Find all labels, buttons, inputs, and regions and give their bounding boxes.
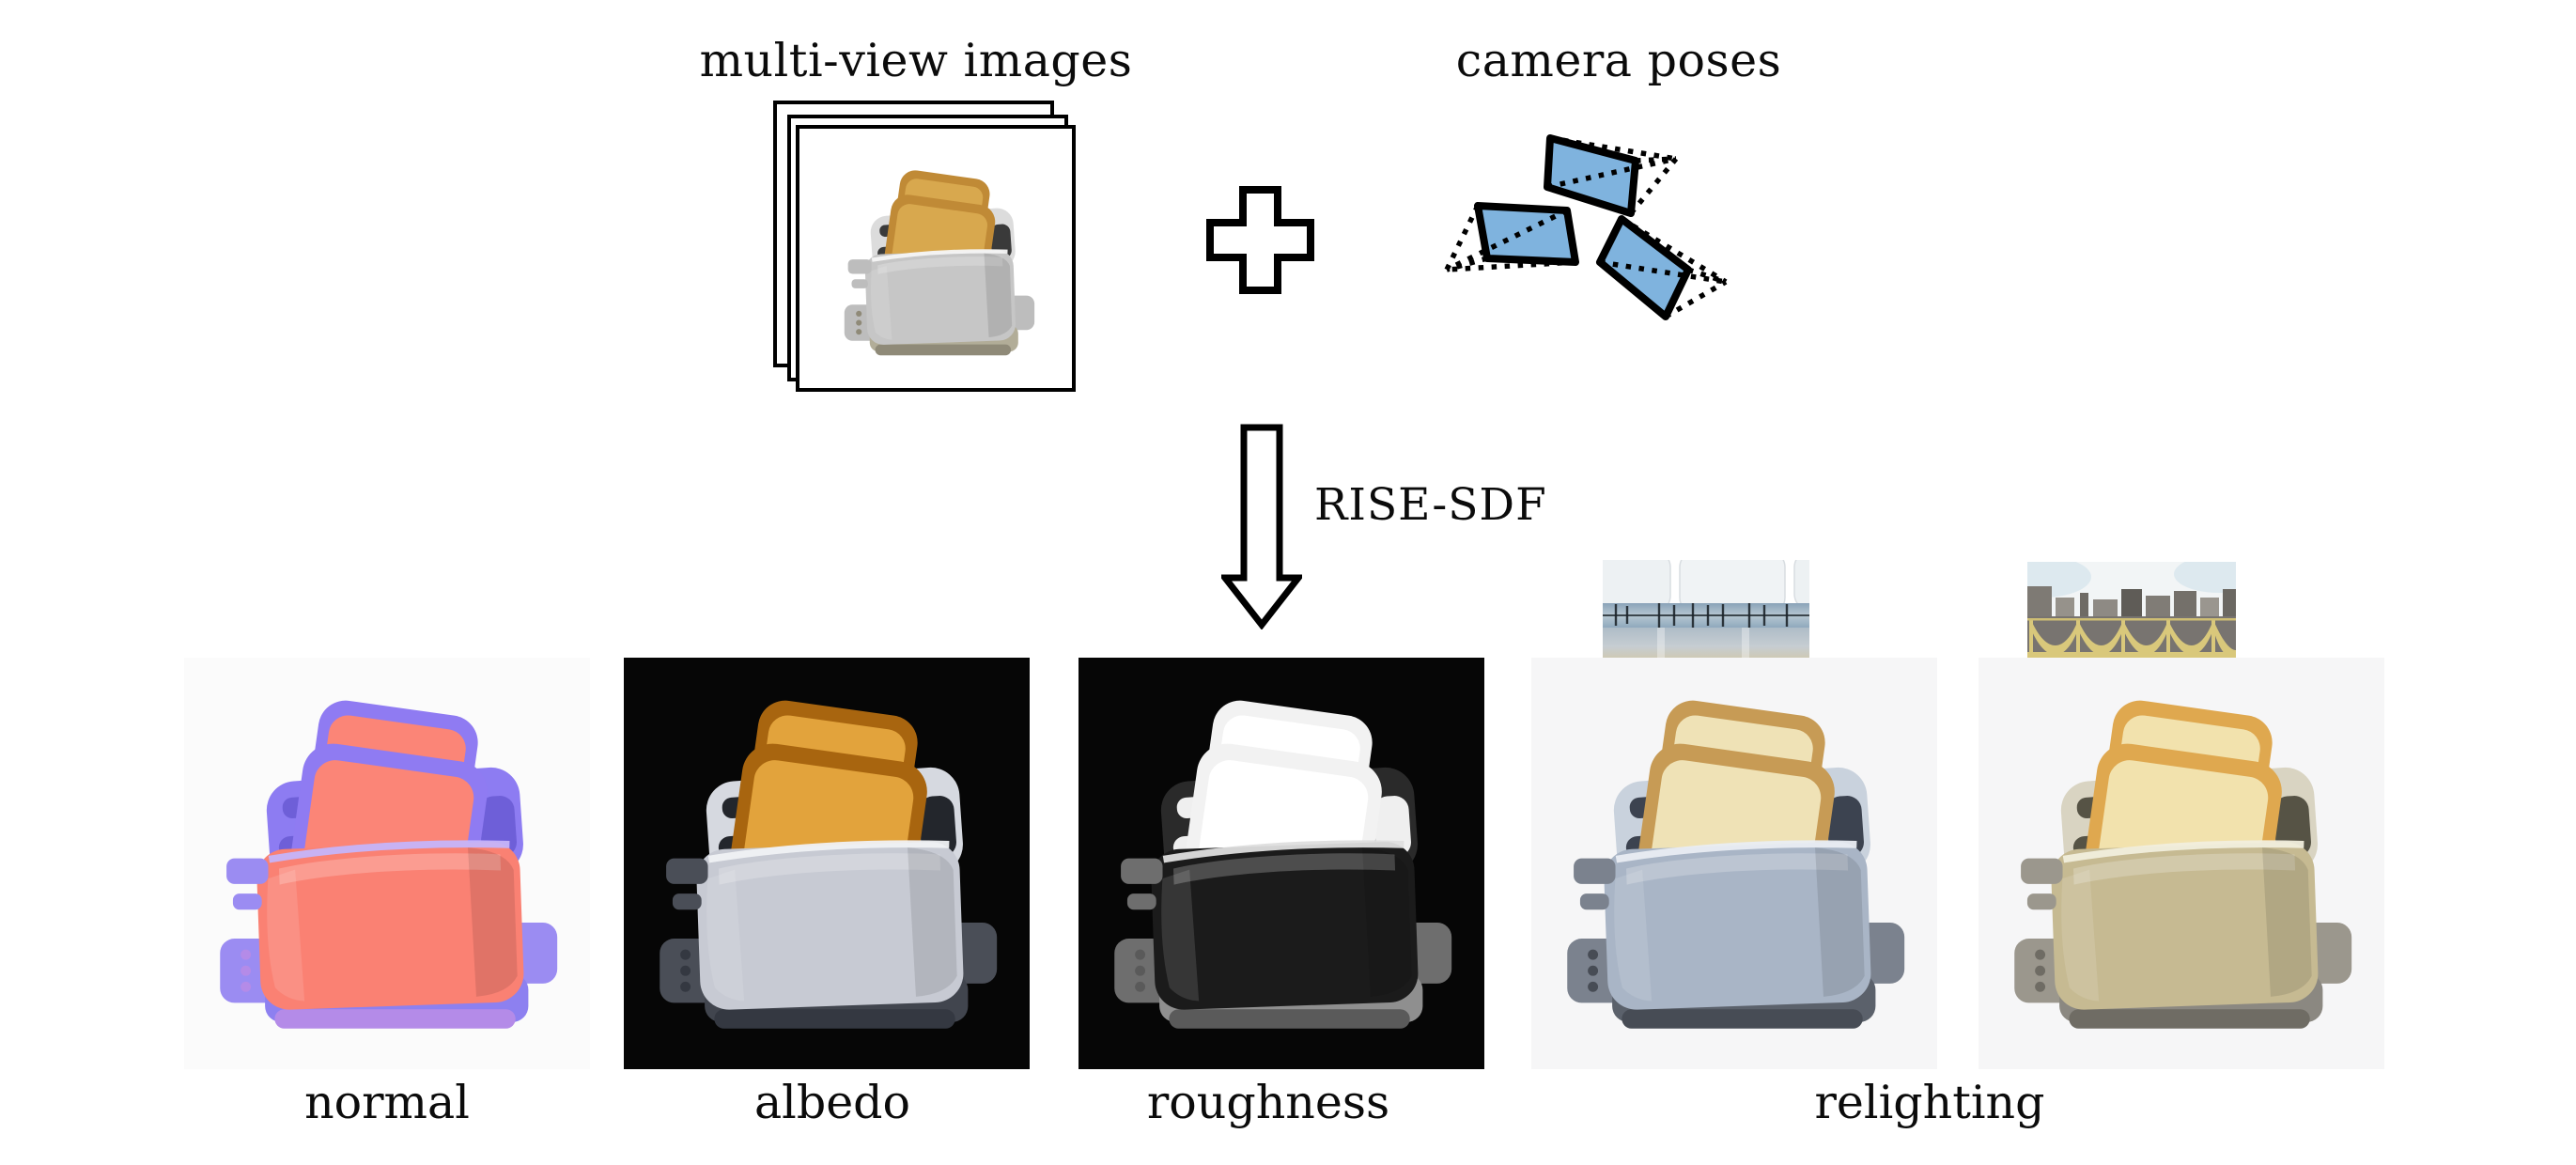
camera-frustums — [1444, 134, 1728, 320]
panel-relighting-1 — [1531, 658, 1937, 1069]
camera-poses-label: camera poses — [1455, 34, 1782, 87]
panel-roughness — [1079, 658, 1484, 1069]
envmap-indoor-studio — [1603, 560, 1809, 669]
multi-view-images-label: multi-view images — [699, 34, 1133, 87]
down-arrow-icon — [1221, 424, 1302, 629]
toaster-roughness-render — [1105, 682, 1458, 1041]
toaster-relit-indoor-render — [1558, 682, 1911, 1041]
toaster-photo — [839, 148, 1038, 375]
toaster-relit-city-render — [2005, 682, 2358, 1041]
method-label: RISE-SDF — [1314, 479, 1547, 531]
caption-albedo: albedo — [753, 1076, 911, 1129]
envmap-city-skyline — [2027, 562, 2236, 669]
panel-albedo — [624, 658, 1030, 1069]
stacked-image-front — [796, 125, 1076, 392]
toaster-normal-render — [210, 682, 564, 1041]
panel-relighting-2 — [1979, 658, 2384, 1069]
caption-roughness: roughness — [1146, 1076, 1390, 1129]
plus-icon — [1206, 186, 1314, 294]
toaster-albedo-render — [650, 682, 1003, 1041]
caption-relighting: relighting — [1814, 1076, 2045, 1129]
panel-normal — [184, 658, 590, 1069]
caption-normal: normal — [304, 1076, 470, 1129]
